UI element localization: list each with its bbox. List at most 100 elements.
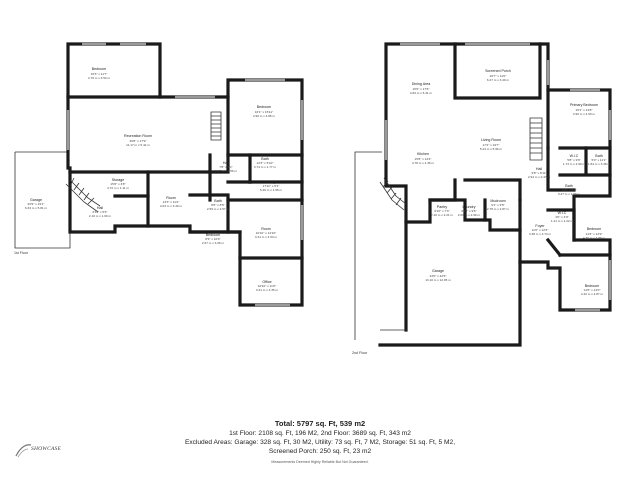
excluded-areas-cont: Screened Porch: 250 sq. Ft, 23 m2 (268, 448, 372, 456)
svg-text:1.73 m x 2.90 m: 1.73 m x 2.90 m (563, 162, 586, 166)
svg-text:16'1" x 15'11": 16'1" x 15'11" (255, 110, 273, 114)
svg-text:14'3" x 12'9": 14'3" x 12'9" (586, 232, 603, 236)
stairs-1st (65, 111, 222, 213)
svg-text:Hall: Hall (97, 206, 103, 210)
total-area: Total: 5797 sq. Ft, 539 m2 (274, 419, 366, 428)
svg-text:6'10" x 7'3": 6'10" x 7'3" (434, 209, 449, 213)
svg-text:8'9" x 10'0": 8'9" x 10'0" (205, 237, 220, 241)
svg-text:16'1" x 14'8": 16'1" x 14'8" (576, 108, 593, 112)
svg-text:43'0" x 42'6": 43'0" x 42'6" (430, 274, 447, 278)
first-floor-plan (14, 42, 304, 307)
room-label: W.I.C4'0" x 4'0"1.21 m x 1.22 m (551, 211, 574, 223)
svg-text:Room: Room (166, 196, 176, 200)
svg-text:3.38 m x 3.74 m: 3.38 m x 3.74 m (529, 232, 552, 236)
svg-text:Hall: Hall (223, 161, 229, 165)
svg-text:Dining Area: Dining Area (412, 82, 431, 86)
svg-text:4'0" x 4'0": 4'0" x 4'0" (555, 215, 569, 219)
svg-text:4.60 m x 5.31 m: 4.60 m x 5.31 m (410, 91, 433, 95)
floor-label-1st: 1st Floor (14, 251, 29, 255)
svg-text:2.78 m x 2.87 m: 2.78 m x 2.87 m (487, 207, 510, 211)
svg-text:Laundry: Laundry (463, 205, 476, 209)
svg-text:Room: Room (261, 227, 271, 231)
svg-text:4.76 m x 3.54 m: 4.76 m x 3.54 m (88, 76, 111, 80)
svg-text:10'10" x 11'0": 10'10" x 11'0" (258, 284, 276, 288)
logo-mark-icon (15, 444, 32, 458)
svg-text:Kitchen: Kitchen (417, 152, 429, 156)
svg-text:13.10 m x 12.95 m: 13.10 m x 12.95 m (425, 278, 451, 282)
svg-text:Pantry: Pantry (437, 205, 448, 209)
svg-text:Utility: Utility (267, 180, 276, 184)
svg-text:36'8" x 17'9": 36'8" x 17'9" (130, 139, 147, 143)
svg-text:Bath: Bath (214, 199, 221, 203)
stairs-2nd (379, 117, 543, 211)
svg-text:2.37 m x 1.56 m: 2.37 m x 1.56 m (215, 169, 238, 173)
svg-text:Bedroom: Bedroom (206, 233, 221, 237)
svg-text:2.59 m x 2.57 m: 2.59 m x 2.57 m (207, 207, 230, 211)
excluded-areas: Excluded Areas: Garage: 328 sq. Ft, 30 M… (184, 439, 456, 447)
svg-text:Primary Bedroom: Primary Bedroom (570, 103, 598, 107)
svg-text:W.I.C: W.I.C (558, 211, 567, 215)
svg-text:15'3" x 11'7": 15'3" x 11'7" (91, 72, 108, 76)
svg-text:4.72 m x 1.11 m: 4.72 m x 1.11 m (107, 186, 129, 190)
svg-text:Mudroom: Mudroom (490, 199, 505, 203)
logo-text: SHOWCASE (31, 446, 62, 452)
svg-text:9'1" x 9'5": 9'1" x 9'5" (491, 203, 505, 207)
svg-text:Bath: Bath (595, 154, 602, 158)
svg-text:Bedroom: Bedroom (587, 227, 602, 231)
svg-text:17'2" x 19'7": 17'2" x 19'7" (483, 143, 500, 147)
svg-text:5'8" x 9'6": 5'8" x 9'6" (567, 158, 581, 162)
area-summary: Total: 5797 sq. Ft, 539 m2 1st Floor: 21… (120, 418, 520, 464)
svg-text:Bedroom: Bedroom (257, 105, 272, 109)
svg-text:6.33 m x 5.81 m: 6.33 m x 5.81 m (25, 206, 48, 210)
svg-text:Bath: Bath (565, 184, 572, 188)
svg-text:6.27 m x 3.40 m: 6.27 m x 3.40 m (487, 78, 510, 82)
svg-text:Living Room: Living Room (481, 138, 501, 142)
svg-text:Garage: Garage (432, 269, 444, 273)
svg-text:2.67 m x 3.06 m: 2.67 m x 3.06 m (202, 241, 225, 245)
floor-plans: 1st Floor 2nd Floor Bedroom 15'3" x 11'7"… (14, 42, 612, 355)
svg-text:4.42 m x 4.87 m: 4.42 m x 4.87 m (581, 292, 604, 296)
svg-text:15'0" x 17'6": 15'0" x 17'6" (413, 87, 430, 91)
svg-text:13'3" x 11'2": 13'3" x 11'2" (163, 200, 180, 204)
floor-label-2nd: 2nd Floor (352, 351, 368, 355)
svg-text:15'6" x 3'8": 15'6" x 3'8" (110, 182, 125, 186)
svg-text:Hall: Hall (536, 167, 542, 171)
svg-text:5'0" x 11'1": 5'0" x 11'1" (591, 158, 606, 162)
svg-text:4.90 m x 4.50 m: 4.90 m x 4.50 m (573, 112, 596, 116)
svg-text:Screened Porch: Screened Porch (485, 69, 511, 73)
svg-text:2.94 m x 2.47 m: 2.94 m x 2.47 m (528, 175, 551, 179)
svg-text:6'11" x 5'3": 6'11" x 5'3" (92, 210, 107, 214)
svg-text:2.09 m x 2.90 m: 2.09 m x 2.90 m (458, 213, 481, 217)
svg-text:4.03 m x 3.40 m: 4.03 m x 3.40 m (160, 204, 183, 208)
svg-text:3.31 m x 3.35 m: 3.31 m x 3.35 m (256, 288, 279, 292)
svg-text:20'7" x 11'0": 20'7" x 11'0" (490, 74, 507, 78)
svg-text:3.27 m x 1.59 m: 3.27 m x 1.59 m (558, 192, 581, 196)
svg-text:Foyer: Foyer (535, 224, 545, 228)
svg-text:14'6" x 14'0": 14'6" x 14'0" (584, 288, 601, 292)
svg-text:11'0" x 12'3": 11'0" x 12'3" (532, 228, 549, 232)
svg-text:Bath: Bath (261, 157, 268, 161)
svg-text:20'9" x 19'1": 20'9" x 19'1" (28, 202, 45, 206)
svg-text:15'8" x 14'4": 15'8" x 14'4" (415, 157, 432, 161)
svg-text:8'6" x 8'5": 8'6" x 8'5" (211, 203, 225, 207)
svg-text:6'10" x 9'6": 6'10" x 9'6" (461, 209, 476, 213)
svg-text:3.31 m x 4.53 m: 3.31 m x 4.53 m (255, 235, 278, 239)
company-logo: SHOWCASE (13, 441, 65, 459)
